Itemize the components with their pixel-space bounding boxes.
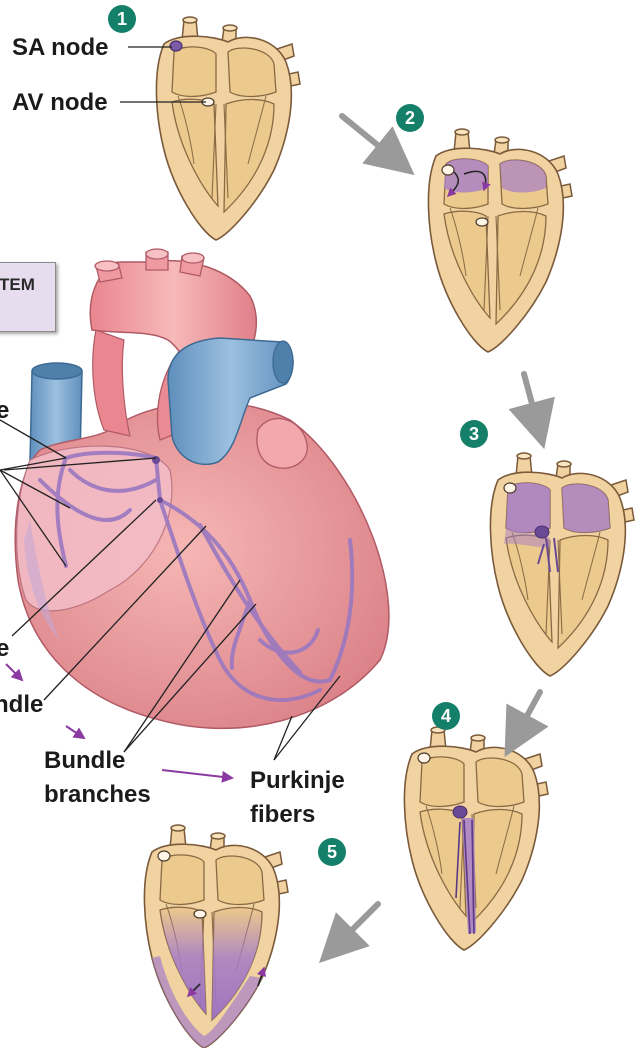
cropped-label-bundle: ndle xyxy=(0,690,43,720)
step-badge-5: 5 xyxy=(318,838,346,866)
av-node-label: AV node xyxy=(12,88,108,118)
purkinje-fibers-label-line2: fibers xyxy=(250,800,315,830)
sa-node-label: SA node xyxy=(12,33,108,63)
purkinje-fibers-label-line1: Purkinje xyxy=(250,766,345,796)
system-title-text: TEM xyxy=(0,275,35,295)
bundle-branches-label-line2: branches xyxy=(44,780,151,810)
system-title-box: TEM xyxy=(0,262,56,332)
step-badge-3: 3 xyxy=(460,420,488,448)
heart-step-4 xyxy=(404,727,548,950)
step-badge-1: 1 xyxy=(108,5,136,33)
main-heart-illustration xyxy=(15,249,389,728)
bundle-branches-label-line1: Bundle xyxy=(44,746,125,776)
heart-step-2 xyxy=(428,129,572,352)
heart-step-5 xyxy=(144,825,288,1048)
cropped-label-e-bottom: e xyxy=(0,634,9,664)
step-badge-4: 4 xyxy=(432,702,460,730)
cropped-label-e-top: e xyxy=(0,396,9,426)
heart-step-3 xyxy=(490,453,634,676)
step-badge-2: 2 xyxy=(396,104,424,132)
heart-step-1 xyxy=(156,17,300,240)
